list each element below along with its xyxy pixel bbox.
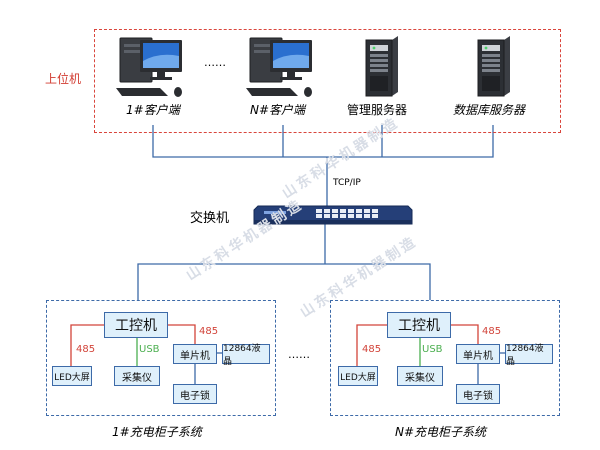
cabinetN-collector-box: 采集仪	[397, 366, 443, 386]
cabinet1-led-box: LED大屏	[52, 366, 92, 386]
protocol-label: TCP/IP	[333, 178, 361, 188]
cabinet1-lcd-box: 12864液晶	[222, 344, 270, 367]
upper-bus-line	[152, 125, 494, 158]
switch-label: 交换机	[190, 211, 230, 226]
cabinet1-link-mcu-label: 485	[199, 326, 219, 337]
cabinetN-led-box: LED大屏	[338, 366, 378, 386]
cabinet1-ipc-box: 工控机	[104, 312, 168, 338]
cabinets-ellipsis: ……	[288, 348, 310, 361]
switch-to-cabinet-bus	[137, 222, 431, 300]
db-server-label: 数据库服务器	[453, 103, 526, 117]
cabinet1-link-mcu	[168, 324, 196, 344]
cabinetN-link-led-label: 485	[362, 344, 382, 355]
cabinetN-mcu-box: 单片机	[456, 344, 500, 364]
cabinet1-lock-box: 电子锁	[173, 384, 217, 404]
cabinet1-collector-box: 采集仪	[114, 366, 160, 386]
network-switch-icon	[250, 202, 416, 232]
cabinetN-link-mcu-label: 485	[482, 326, 502, 337]
cabinetN-link-usb-label: USB	[422, 344, 443, 355]
server-tower-icon	[474, 36, 514, 102]
cabinetN-frame	[330, 300, 560, 416]
upper-group-label: 上位机	[45, 72, 82, 86]
clients-ellipsis: ……	[204, 56, 226, 69]
desktop-computer-icon	[114, 36, 196, 102]
cabinetN-title: N#充电柜子系统	[395, 425, 487, 439]
cabinetN-lcd-box: 12864液晶	[505, 344, 553, 367]
upper-group-frame	[94, 29, 561, 133]
server-tower-icon	[362, 36, 402, 102]
cabinet1-link-led-label: 485	[76, 344, 96, 355]
cabinet1-title: 1#充电柜子系统	[112, 425, 202, 439]
cabinet1-mcu-box: 单片机	[173, 344, 217, 364]
cabinet1-frame	[46, 300, 276, 416]
mgmt-server-label: 管理服务器	[347, 103, 408, 117]
client-n-label: N#客户端	[250, 103, 306, 117]
cabinetN-ipc-box: 工控机	[387, 312, 451, 338]
cabinetN-lock-box: 电子锁	[456, 384, 500, 404]
client-1-label: 1#客户端	[126, 103, 180, 117]
cabinet1-link-usb-label: USB	[139, 344, 160, 355]
cabinet1-link-led	[70, 324, 104, 366]
desktop-computer-icon	[244, 36, 326, 102]
cabinetN-link-mcu	[451, 324, 479, 344]
cabinetN-link-led	[356, 324, 390, 366]
